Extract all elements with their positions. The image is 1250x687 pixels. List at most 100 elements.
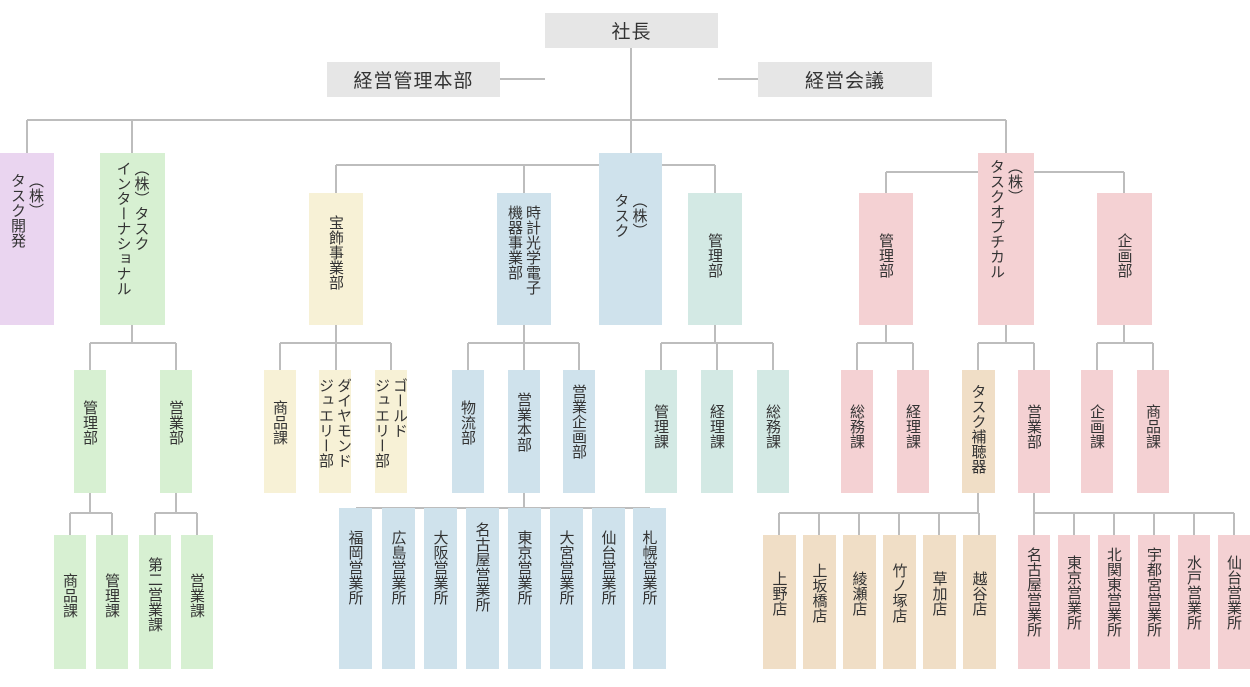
org-node-label: 企画課	[1088, 404, 1106, 449]
org-node-label: 大宮営業所	[557, 530, 576, 605]
org-node-task: （株） タスク	[599, 153, 662, 325]
org-node-br-sendai: 仙台営業所	[592, 508, 625, 669]
org-node-ob-sendai: 仙台営業所	[1218, 535, 1250, 669]
org-node-label: 札幌営業所	[640, 530, 659, 605]
org-node-label: 宝飾事業部	[327, 215, 345, 290]
org-node-to-keiri: 経理課	[897, 370, 929, 493]
org-node-label: 物流部	[459, 400, 477, 445]
org-node-t-butsuryu: 物流部	[452, 370, 484, 493]
org-node-t-eigyo-honbu: 営業本部	[508, 370, 540, 493]
org-node-tk-kanri: 管理課	[645, 370, 677, 493]
org-node-label: 水戸営業所	[1185, 555, 1203, 630]
org-node-task-kanri: 管理部	[688, 193, 742, 325]
org-node-br-nagoya: 名古屋営業所	[466, 508, 499, 669]
org-node-label: 営業課	[188, 573, 206, 618]
org-node-tin-kanri: 管理部	[74, 370, 106, 493]
org-node-ob-tokyo: 東京営業所	[1058, 535, 1090, 669]
org-node-ob-utsunomiya: 宇都宮営業所	[1138, 535, 1170, 669]
org-node-to-hochoki: タスク補聴器	[962, 370, 995, 493]
org-node-label: 竹ノ塚店	[890, 563, 909, 623]
org-node-tk-keiri: 経理課	[701, 370, 733, 493]
org-node-label: 営業部	[167, 400, 185, 445]
org-node-h-shohin: 商品課	[264, 370, 296, 493]
org-node-ob-nagoya: 名古屋営業所	[1018, 535, 1050, 669]
org-node-label: 管理部	[81, 400, 99, 445]
org-node-label: 総務課	[848, 404, 866, 449]
org-node-to-kanri: 管理部	[859, 193, 913, 325]
org-node-label: 企画部	[1115, 233, 1134, 278]
org-node-tk-somu: 総務課	[757, 370, 789, 493]
org-node-label: 経営管理本部	[353, 70, 474, 92]
org-node-label: 宇都宮営業所	[1145, 547, 1163, 637]
org-node-label: 仙台営業所	[1225, 555, 1243, 630]
org-node-label: 営業本部	[515, 392, 533, 452]
org-node-label: 管理課	[652, 404, 670, 449]
org-node-ob-kitakanto: 北関東営業所	[1098, 535, 1130, 669]
org-node-label: 経理課	[904, 404, 922, 449]
org-node-label: （株） タスクオプチカル	[988, 159, 1024, 279]
org-node-tin-dai2: 第二営業課	[139, 535, 171, 669]
org-node-task-international: （株）タスク インターナショナル	[100, 153, 165, 325]
org-node-houshoku: 宝飾事業部	[309, 193, 363, 325]
org-node-br-fukuoka: 福岡営業所	[339, 508, 372, 669]
org-node-kikaku: 企画部	[1097, 193, 1152, 325]
org-node-label: 総務課	[764, 404, 782, 449]
org-node-tin-eigyo: 営業部	[160, 370, 192, 493]
org-node-label: 社長	[611, 21, 652, 43]
org-node-label: 管理部	[706, 233, 724, 278]
org-node-st-takenotsuka: 竹ノ塚店	[883, 535, 916, 669]
org-node-st-uesaka: 上坂橋店	[803, 535, 836, 669]
org-node-label: 福岡営業所	[346, 530, 365, 605]
org-node-label: 商品課	[1144, 404, 1162, 449]
org-node-label: （株）タスク インターナショナル	[114, 161, 151, 296]
org-node-kk-shohin: 商品課	[1137, 370, 1169, 493]
org-node-label: 名古屋営業所	[473, 522, 492, 612]
org-node-label: 商品課	[61, 573, 79, 618]
org-node-label: 名古屋営業所	[1025, 547, 1043, 637]
org-node-label: 商品課	[271, 400, 289, 445]
org-node-label: 経理課	[708, 404, 726, 449]
org-node-st-ayase: 綾瀬店	[843, 535, 876, 669]
org-node-label: 北関東営業所	[1105, 547, 1123, 637]
org-node-label: 大阪営業所	[431, 530, 450, 605]
org-node-tin-kanri-ka: 管理課	[96, 535, 128, 669]
org-node-label: 上坂橋店	[810, 563, 829, 623]
org-node-kk-kikaku: 企画課	[1081, 370, 1113, 493]
org-node-label: 仙台営業所	[599, 530, 618, 605]
org-node-label: 広島営業所	[389, 530, 408, 605]
org-node-task-kaihatsu: （株） タスク開発	[0, 153, 54, 325]
org-node-label: （株） タスク	[612, 193, 649, 238]
org-node-label: タスク補聴器	[969, 384, 988, 474]
org-node-h-diamond: ダイヤモンド ジュエリー部	[319, 370, 351, 493]
org-node-label: 営業部	[1025, 404, 1043, 449]
org-node-to-eigyo: 営業部	[1018, 370, 1050, 493]
org-node-label: 時計光学電子 機器事業部	[506, 205, 542, 295]
org-node-label: 越谷店	[970, 571, 989, 616]
org-node-br-hiroshima: 広島営業所	[382, 508, 415, 669]
org-node-tin-shohin: 商品課	[54, 535, 86, 669]
org-node-president: 社長	[545, 13, 718, 48]
org-node-label: 上野店	[770, 571, 789, 616]
org-node-management-hq: 経営管理本部	[327, 62, 500, 97]
org-node-label: 綾瀬店	[850, 571, 869, 616]
org-node-st-ueno: 上野店	[763, 535, 796, 669]
org-node-h-gold: ゴールド ジュエリー部	[375, 370, 407, 493]
org-node-ob-mito: 水戸営業所	[1178, 535, 1210, 669]
org-node-tin-eigyo-ka: 営業課	[181, 535, 213, 669]
org-node-label: 第二営業課	[146, 557, 164, 632]
org-node-label: 営業企画部	[570, 384, 588, 459]
org-node-br-sapporo: 札幌営業所	[633, 508, 666, 669]
org-node-tokei: 時計光学電子 機器事業部	[497, 193, 551, 325]
org-node-label: ゴールド ジュエリー部	[375, 378, 407, 468]
org-node-t-eigyo-kikaku: 営業企画部	[563, 370, 595, 493]
org-node-to-somu: 総務課	[841, 370, 873, 493]
org-node-st-koshigaya: 越谷店	[963, 535, 996, 669]
org-node-label: 経営会議	[804, 70, 885, 92]
org-node-label: 東京営業所	[515, 530, 534, 605]
org-node-br-omiya: 大宮営業所	[550, 508, 583, 669]
org-node-label: 草加店	[930, 571, 949, 616]
org-node-label: ダイヤモンド ジュエリー部	[319, 378, 351, 468]
org-node-label: 東京営業所	[1065, 555, 1083, 630]
